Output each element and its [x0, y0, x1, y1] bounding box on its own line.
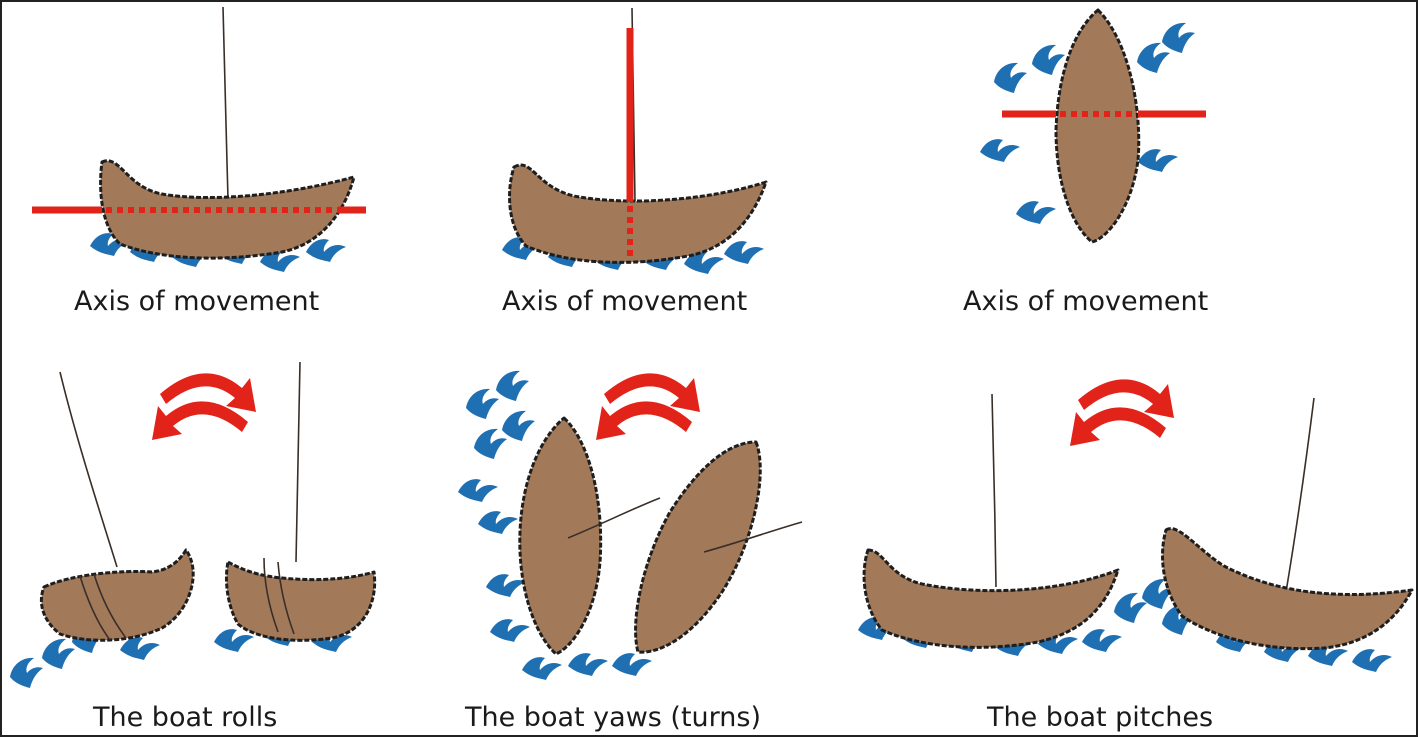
boat-top-view [1054, 8, 1141, 244]
curved-rotation-arrows [1070, 379, 1174, 446]
caption-roll-axis: Axis of movement [74, 286, 320, 317]
mast [59, 371, 118, 568]
mast [222, 6, 229, 200]
caption-yaw-axis: Axis of movement [502, 286, 748, 317]
mast [295, 361, 301, 563]
pitch-axis-panel [980, 8, 1206, 244]
boat-top-view [634, 440, 762, 654]
boat-side-view [862, 548, 1120, 649]
roll-axis-panel [32, 6, 366, 272]
caption-yaws: The boat yaws (turns) [465, 702, 761, 733]
caption-pitch-axis: Axis of movement [963, 286, 1209, 317]
hull-rib [79, 573, 127, 641]
mast [703, 521, 803, 553]
caption-rolls: The boat rolls [93, 702, 278, 733]
boat-side-view [1161, 527, 1414, 651]
mast [1285, 397, 1315, 593]
boat-side-view [224, 560, 377, 642]
hull-rib [263, 557, 295, 635]
curved-rotation-arrows [152, 373, 256, 440]
boat-side-view [39, 548, 195, 642]
curved-rotation-arrows [596, 373, 700, 440]
yaw-axis-panel [502, 7, 768, 274]
mast [567, 497, 661, 539]
rolls-panel [10, 361, 377, 688]
yaws-panel [458, 370, 803, 680]
caption-pitches: The boat pitches [987, 702, 1214, 733]
pitches-panel [858, 379, 1414, 672]
boat-side-view [508, 163, 768, 264]
mast [991, 393, 997, 588]
boat-top-view [518, 416, 603, 656]
